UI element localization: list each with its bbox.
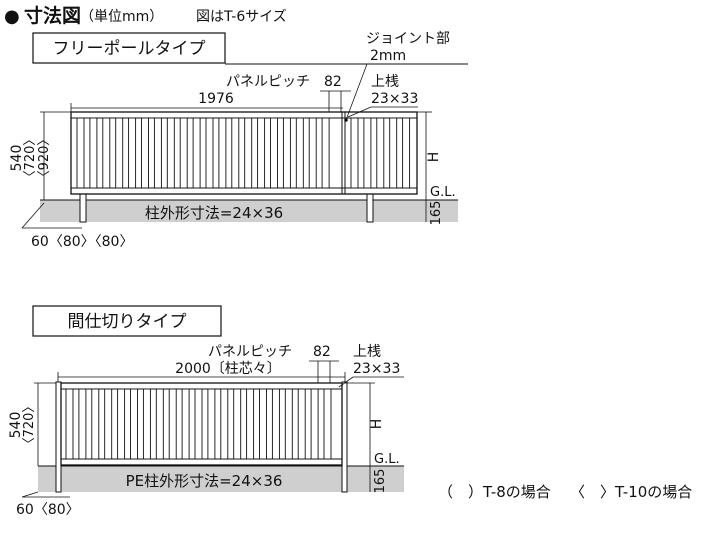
partition-width-value: 2000〔柱芯々〕: [175, 361, 281, 377]
free-pole-slat: [257, 117, 266, 189]
header-unit: （単位mm）: [80, 9, 163, 25]
partition-slat: [130, 388, 138, 460]
free-pole-joint-label: ジョイント部: [366, 31, 450, 47]
free-pole-slat: [402, 117, 411, 189]
partition-slat: [65, 388, 74, 460]
partition-slat: [91, 388, 100, 460]
free-pole-slat: [389, 117, 398, 189]
partition-height-1: 540: [8, 412, 24, 439]
partition-slat: [104, 388, 113, 460]
partition-slat: [168, 388, 177, 460]
partition-slats: [65, 388, 332, 460]
free-pole-gap-leader: [21, 202, 45, 229]
free-pole-top-rail-label: 上桟: [371, 74, 399, 90]
free-pole-slat: [115, 117, 124, 189]
free-pole-depth-value: 165: [429, 201, 444, 226]
free-pole-slat: [76, 117, 85, 189]
partition-slat: [142, 388, 151, 460]
partition-slat: [155, 388, 164, 460]
partition-post-gap: 60〈80〉: [16, 502, 80, 518]
free-pole-joint-leader: [345, 63, 368, 121]
free-pole-type-box: [32, 32, 226, 64]
free-pole-slat: [376, 117, 385, 189]
free-pole-slat: [363, 117, 372, 189]
partition-post-label: PE柱外形寸法=24×36: [126, 472, 283, 490]
partition-slat: [78, 388, 87, 460]
partition-slat: [233, 388, 242, 460]
free-pole-joint-dot: [344, 118, 348, 122]
partition-slat: [284, 388, 293, 460]
partition-slat: [271, 388, 280, 460]
partition-type-label: 間仕切りタイプ: [68, 312, 187, 332]
partition-section: 間仕切りタイプ 2000〔柱芯々〕 パネルピッチ 82 上桟 23×33 H G: [8, 305, 404, 518]
free-pole-slat: [321, 117, 330, 189]
legend-t8: （ ）T-8の場合: [438, 483, 551, 501]
header-title: 寸法図: [24, 4, 81, 27]
free-pole-slat: [89, 117, 98, 189]
partition-gap-leader: [21, 491, 39, 498]
free-pole-slat: [231, 117, 240, 189]
partition-top-rail-value: 23×33: [353, 361, 400, 377]
partition-top-rail-label: 上桟: [353, 344, 381, 360]
free-pole-slat: [270, 117, 278, 189]
partition-slat: [181, 388, 190, 460]
partition-slat: [207, 388, 216, 460]
free-pole-slat: [192, 117, 201, 189]
partition-slat: [323, 388, 332, 460]
partition-slat: [117, 388, 126, 460]
free-pole-slat: [308, 117, 317, 189]
free-pole-h-label: H: [426, 152, 442, 163]
partition-slat: [310, 388, 319, 460]
free-pole-slat: [153, 117, 162, 189]
free-pole-slat: [244, 117, 253, 189]
free-pole-slat: [102, 117, 111, 189]
partition-h-label: H: [369, 419, 385, 430]
partition-panel-pitch-label: パネルピッチ: [208, 344, 292, 360]
free-pole-slat: [141, 117, 149, 189]
partition-slat: [220, 388, 229, 460]
partition-top-rail-leader: [338, 376, 354, 388]
free-pole-ground: [40, 200, 458, 222]
free-pole-slat: [295, 117, 304, 189]
free-pole-height-1: 540: [9, 145, 25, 172]
free-pole-slats: [76, 117, 411, 189]
free-pole-panel-pitch-value: 82: [324, 74, 342, 90]
header-bullet: ●: [4, 6, 20, 27]
partition-type-box: [32, 305, 222, 337]
partition-post-right: [341, 381, 348, 493]
free-pole-height-3: 〈920〉: [37, 133, 52, 184]
free-pole-slat: [218, 117, 227, 189]
partition-post-left: [55, 381, 62, 493]
free-pole-post-label: 柱外形寸法=24×36: [145, 204, 283, 222]
partition-panel-pitch-value: 82: [313, 344, 331, 360]
free-pole-slat: [350, 117, 359, 189]
free-pole-slat: [205, 117, 214, 189]
free-pole-joint-value: 2mm: [370, 48, 406, 64]
partition-slat: [297, 388, 306, 460]
partition-height-2: 〈720〉: [22, 400, 37, 451]
free-pole-type-label: フリーポールタイプ: [53, 39, 206, 59]
free-pole-slat: [282, 117, 291, 189]
free-pole-slat: [179, 117, 188, 189]
free-pole-top-rail-leader: [347, 106, 372, 118]
partition-gl-label: G.L.: [374, 452, 400, 467]
partition-slat: [194, 388, 203, 460]
partition-depth-value: 165: [373, 469, 388, 494]
free-pole-height-2: 〈720〉: [23, 133, 38, 184]
header-note: 図はT-6サイズ: [196, 9, 287, 25]
free-pole-gl-label: G.L.: [430, 185, 456, 200]
free-pole-post-gap: 60〈80〉〈80〉: [31, 234, 133, 250]
free-pole-width-value: 1976: [198, 91, 234, 107]
free-pole-top-rail-value: 23×33: [371, 91, 418, 107]
legend-t10: 〈 〉T-10の場合: [570, 483, 692, 501]
partition-slat: [246, 388, 255, 460]
free-pole-slat: [166, 117, 175, 189]
free-pole-slat: [128, 117, 137, 189]
free-pole-section: フリーポールタイプ 1976 パネルピッチ 82 ジョイント部 2mm 上桟 2: [9, 31, 468, 250]
free-pole-panel-pitch-label: パネルピッチ: [226, 74, 310, 90]
partition-slat: [259, 388, 267, 460]
